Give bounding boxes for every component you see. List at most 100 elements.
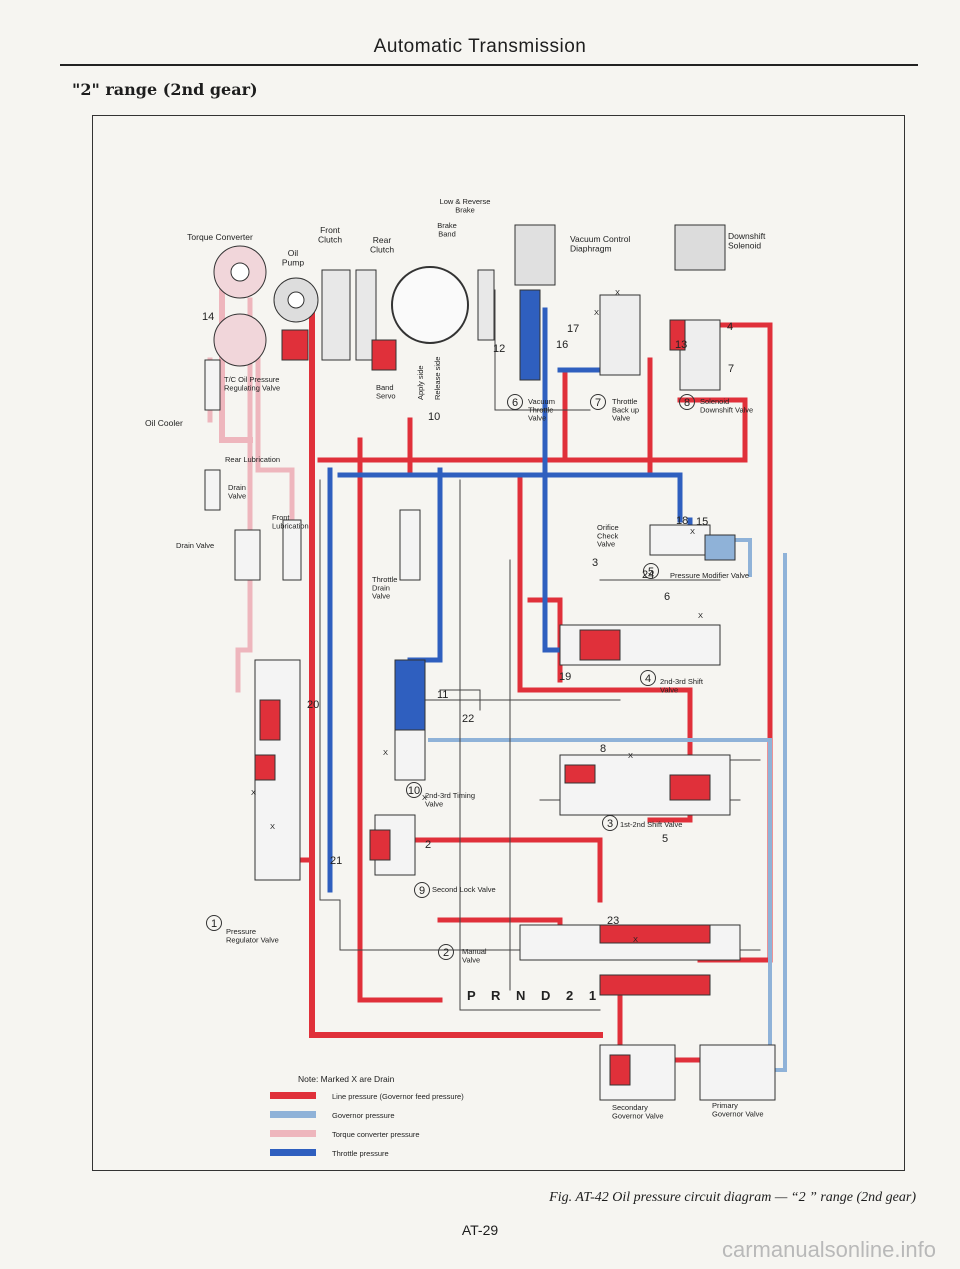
line-number-17: 17 bbox=[567, 323, 579, 335]
tc-line-main bbox=[235, 297, 253, 693]
figure-caption: Fig. AT-42 Oil pressure circuit diagram … bbox=[549, 1190, 916, 1205]
line-number-23: 23 bbox=[607, 915, 619, 927]
valve-number-2-ring bbox=[438, 944, 454, 960]
valve-number-1-ring bbox=[206, 915, 222, 931]
valve-number-9: 9 bbox=[419, 885, 425, 897]
valve-number-4: 4 bbox=[645, 673, 651, 685]
valve-number-1: 1 bbox=[211, 918, 217, 930]
oil-pump-gear bbox=[287, 291, 305, 309]
legend-label-3: Torque converter pressure bbox=[332, 1130, 420, 1139]
front-lubrication-valve bbox=[282, 519, 302, 581]
line-number-15: 15 bbox=[696, 516, 708, 528]
drain-mark-10: X bbox=[633, 935, 638, 944]
label-apply-side: Apply side bbox=[416, 365, 425, 400]
legend-label-2: Governor pressure bbox=[332, 1111, 395, 1120]
legend-swatch-3 bbox=[270, 1130, 316, 1137]
drain-mark-2: X bbox=[594, 308, 599, 317]
manual-valve-lower-land bbox=[599, 974, 711, 996]
secondary-governor-spool bbox=[609, 1054, 631, 1086]
valve-bodies bbox=[204, 224, 776, 1101]
label-pressure-modifier-valve: Pressure Modifier Valve bbox=[670, 571, 749, 580]
valve-number-8-ring bbox=[679, 394, 695, 410]
throttle-modulator-body bbox=[394, 729, 426, 781]
legend-swatch-4 bbox=[270, 1149, 316, 1156]
line-number-22: 22 bbox=[462, 713, 474, 725]
line-number-12: 12 bbox=[493, 343, 505, 355]
line-number-5: 5 bbox=[662, 833, 668, 845]
thin-line-9 bbox=[439, 689, 481, 711]
drain-mark-4: X bbox=[698, 611, 703, 620]
manual-valve-land bbox=[599, 924, 711, 944]
diagram-frame bbox=[92, 115, 905, 1171]
drain-mark-1: X bbox=[615, 288, 620, 297]
header-rule bbox=[60, 64, 918, 66]
valve-number-9-ring bbox=[414, 882, 430, 898]
valve-number-10-ring bbox=[406, 782, 422, 798]
label-torque-converter: Torque Converter bbox=[187, 232, 253, 242]
line-number-18: 18 bbox=[676, 515, 688, 527]
line-number-3: 3 bbox=[592, 557, 598, 569]
thin-line-2 bbox=[459, 479, 601, 1011]
legend-swatch-1 bbox=[270, 1092, 316, 1099]
torque-converter-lower bbox=[213, 313, 267, 367]
page-number: AT-29 bbox=[461, 1222, 499, 1238]
orifice-check-valve-body bbox=[649, 524, 711, 556]
gov-line-right bbox=[743, 553, 787, 1072]
red-timing-line bbox=[407, 837, 603, 903]
valve-number-5: 5 bbox=[648, 566, 654, 578]
drain-mark-7: X bbox=[270, 822, 275, 831]
valve-number-3: 3 bbox=[607, 818, 613, 830]
red-shift-loop bbox=[517, 477, 693, 763]
section-title: "2" range (2nd gear) bbox=[72, 80, 258, 99]
drain-valve-small-body bbox=[204, 469, 221, 511]
drain-mark-6: X bbox=[251, 788, 256, 797]
valve-number-4-ring bbox=[640, 670, 656, 686]
band-servo-apply bbox=[371, 339, 397, 371]
valve-number-3-ring bbox=[602, 815, 618, 831]
brake-drum bbox=[391, 266, 469, 344]
torque-converter-hub bbox=[230, 262, 250, 282]
label-oil-cooler: Oil Cooler bbox=[145, 418, 183, 428]
line-number-19: 19 bbox=[559, 671, 571, 683]
pressure-regulator-spool-1 bbox=[259, 699, 281, 741]
tc-regulating-valve-body bbox=[204, 359, 221, 411]
throttle-backup-valve-body bbox=[599, 294, 641, 376]
thin-line-1 bbox=[319, 479, 761, 951]
red-solenoid-line bbox=[677, 397, 748, 463]
line-number-4: 4 bbox=[727, 321, 733, 333]
drain-mark-8: X bbox=[383, 748, 388, 757]
second-lock-spool bbox=[369, 829, 391, 861]
valve-number-7-ring bbox=[590, 394, 606, 410]
valve-number-5-ring bbox=[643, 563, 659, 579]
label-drain-valve: Drain Valve bbox=[176, 541, 214, 550]
pressure-regulator-spool-2 bbox=[254, 754, 276, 781]
thin-line-4 bbox=[494, 289, 591, 411]
secondary-governor-body bbox=[599, 1044, 676, 1101]
legend-note: Note: Marked X are Drain bbox=[298, 1074, 395, 1084]
watermark-text: carmanualsonline.info bbox=[721, 1237, 936, 1262]
low-reverse-brake-body bbox=[477, 269, 495, 341]
line-number-20: 20 bbox=[307, 699, 319, 711]
legend-swatch-2 bbox=[270, 1111, 316, 1118]
valve-number-6-ring bbox=[507, 394, 523, 410]
solenoid-downshift-port bbox=[669, 319, 686, 351]
label-rear-lubrication: Rear Lubrication bbox=[225, 455, 280, 464]
valve-number-7: 7 bbox=[595, 397, 601, 409]
oil-pump-outlet bbox=[281, 329, 309, 361]
downshift-solenoid-coil bbox=[674, 224, 726, 271]
tc-line-front-lube bbox=[255, 327, 295, 523]
vacuum-throttle-valve-spool bbox=[519, 289, 541, 381]
